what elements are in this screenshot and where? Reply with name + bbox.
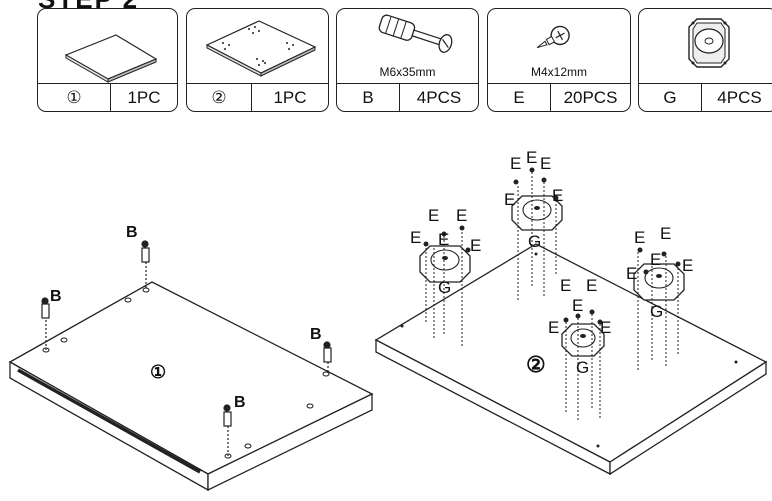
mount-plate-g-1	[419, 245, 471, 283]
plate-label: G	[650, 302, 664, 321]
part-id: G	[639, 84, 702, 111]
screw-label: E	[410, 228, 422, 247]
plate-label: G	[576, 358, 590, 377]
part-qty: 1PC	[273, 87, 307, 107]
screw-label: E	[552, 186, 564, 205]
bolt-label: B	[234, 394, 246, 411]
mount-plate-icon	[688, 18, 730, 68]
screw-label: E	[634, 228, 646, 247]
screw-label: E	[560, 276, 572, 295]
screw-label: E	[600, 318, 612, 337]
screw-label: E	[428, 206, 440, 225]
part-qty: 4PCS	[717, 87, 762, 107]
screw-label: E	[438, 230, 450, 249]
mount-plate-g-4	[561, 323, 605, 357]
bolt-label: B	[50, 288, 62, 305]
screw-label: E	[572, 296, 584, 315]
part-card-g: G 4PCS	[638, 8, 772, 112]
screw-label: E	[660, 224, 672, 243]
screw-label: E	[626, 264, 638, 283]
screw-label: E	[456, 206, 468, 225]
plate-label: G	[528, 232, 542, 251]
screw-label: E	[548, 318, 560, 337]
part-id: ②	[187, 84, 252, 111]
panel-1-label: ①	[150, 362, 167, 382]
screw-icon	[536, 25, 570, 49]
part-qty: 1PC	[127, 87, 161, 107]
part-row: ② 1PC	[187, 83, 328, 111]
part-card-b: M6x35mm B 4PCS	[336, 8, 479, 112]
screw-label: E	[682, 256, 694, 275]
part-card-panel-1: ① 1PC	[37, 8, 178, 112]
screw-label: E	[504, 190, 516, 209]
part-spec: M4x12mm	[530, 65, 587, 79]
plate-label: G	[438, 278, 452, 297]
part-qty: 4PCS	[416, 87, 462, 107]
part-id: ①	[38, 84, 111, 111]
panel-plain-icon	[64, 34, 158, 83]
part-row: B 4PCS	[337, 83, 478, 111]
part-row: ① 1PC	[38, 83, 177, 111]
bolt-label: B	[310, 326, 322, 343]
cam-bolt-icon	[378, 14, 453, 53]
part-id: B	[337, 84, 400, 111]
panel-2-label: ②	[526, 352, 546, 377]
part-card-panel-2: ② 1PC	[186, 8, 329, 112]
panel-holes-icon	[205, 20, 317, 77]
part-qty: 20PCS	[563, 87, 618, 107]
part-id: E	[488, 84, 551, 111]
screw-label: E	[510, 154, 522, 173]
screw-label: E	[586, 276, 598, 295]
screw-label: E	[650, 250, 662, 269]
part-spec: M6x35mm	[379, 65, 436, 79]
bolt-label: B	[126, 224, 138, 241]
screw-label: E	[526, 148, 538, 167]
part-row: G 4PCS	[639, 83, 772, 111]
part-card-e: M4x12mm E 20PCS	[487, 8, 631, 112]
screw-label: E	[540, 154, 552, 173]
screw-label: E	[470, 236, 482, 255]
part-row: E 20PCS	[488, 83, 630, 111]
